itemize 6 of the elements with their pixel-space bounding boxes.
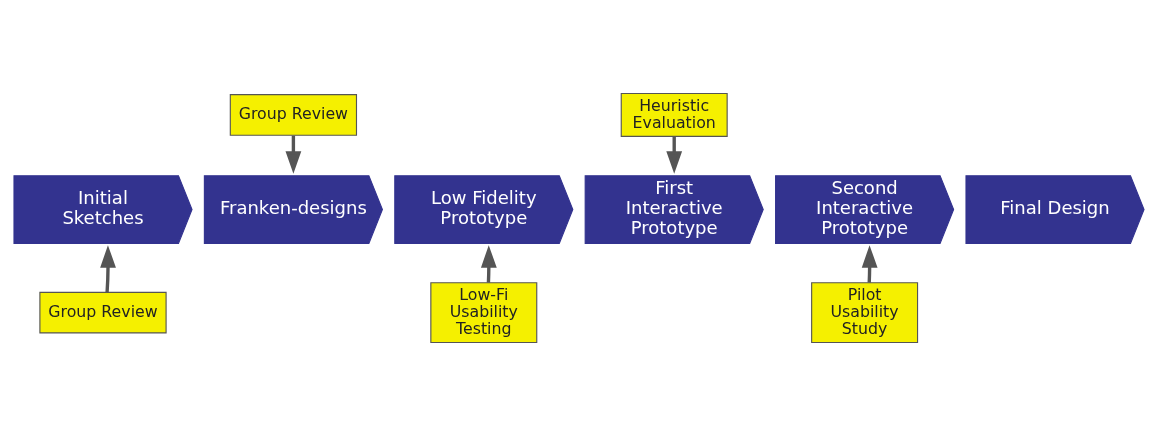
node-box: Group Review [39, 291, 167, 334]
node-box: Low-Fi Usability Testing [430, 282, 538, 344]
node-box: Heuristic Evaluation [620, 92, 728, 137]
node-box: Pilot Usability Study [811, 282, 919, 344]
arrow [100, 245, 116, 293]
node-box: Group Review [229, 94, 358, 136]
